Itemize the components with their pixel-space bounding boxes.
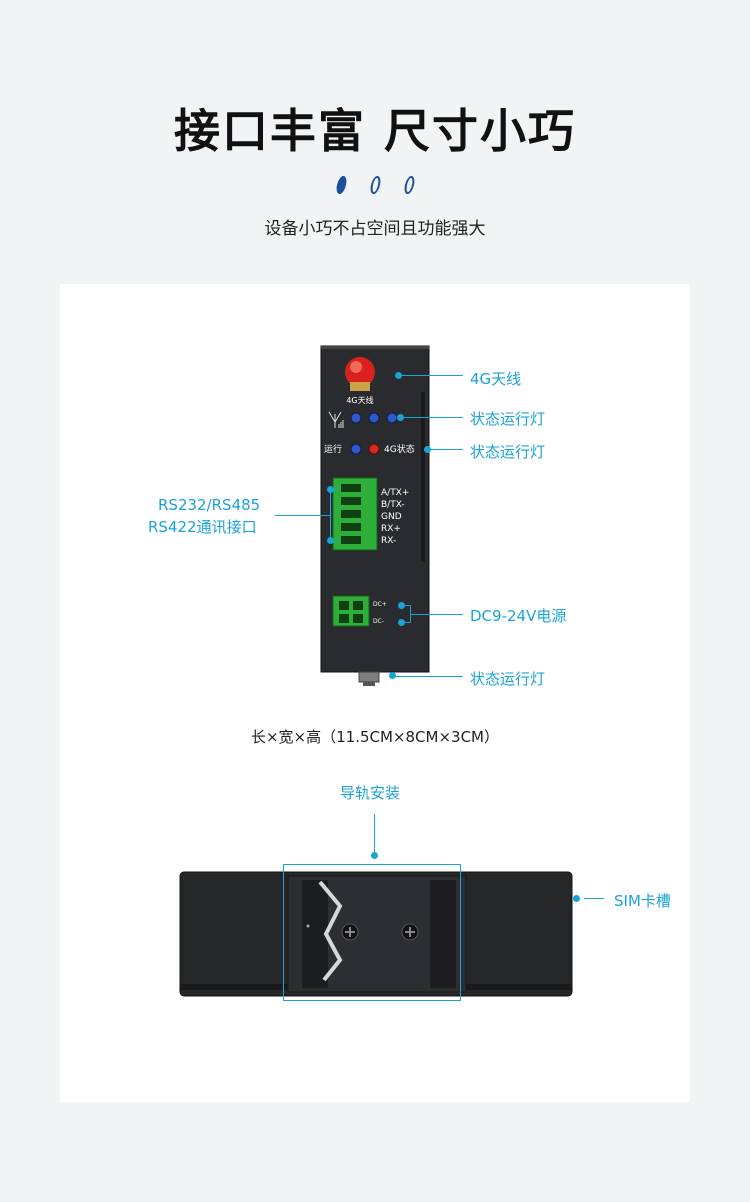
pin-label: GND: [381, 512, 402, 522]
screw-icon: [341, 923, 359, 941]
callout-serial-line1: RS232/RS485: [158, 496, 261, 514]
dimensions-text: 长×宽×高（11.5CM×8CM×3CM）: [250, 728, 499, 746]
device-front-image: 4G天线 运行 4G状态 A/TX+ B/TX- GND RX+ RX-: [320, 345, 430, 686]
page-subtitle: 设备小巧不占空间且功能强大: [264, 219, 486, 239]
callout-sim-slot: SIM卡槽: [614, 892, 671, 910]
signal-icon: [328, 411, 344, 428]
rail-highlight-box: [283, 864, 461, 1001]
device-run-text: 运行: [324, 443, 342, 455]
callout-status-light-1: 状态运行灯: [470, 410, 546, 428]
pager-dot-active: [335, 176, 348, 194]
callout-power: DC9-24V电源: [470, 607, 567, 625]
callout-status-light-2: 状态运行灯: [470, 443, 546, 461]
pin-label: RX+: [381, 524, 401, 534]
rail-mount-label: 导轨安装: [340, 784, 401, 802]
device-side-image: [179, 871, 573, 997]
callout-serial-line2: RS422通讯接口: [148, 518, 257, 536]
pager-dots: [0, 176, 750, 200]
callout-status-light-3: 状态运行灯: [470, 670, 546, 688]
power-pin-label: DC+: [373, 601, 387, 608]
pin-label: RX-: [381, 536, 396, 546]
pin-label: B/TX-: [381, 500, 405, 510]
page-title: 接口丰富 尺寸小巧: [173, 104, 576, 158]
screw-icon: [401, 923, 419, 941]
pager-dot: [403, 176, 416, 194]
pin-label: A/TX+: [381, 488, 409, 498]
power-terminal: [332, 595, 370, 627]
antenna-icon: [345, 357, 375, 391]
device-state-text: 4G状态: [384, 443, 415, 455]
device-antenna-text: 4G天线: [346, 395, 373, 405]
power-pin-label: DC-: [373, 618, 384, 625]
product-panel: 4G天线 运行 4G状态 A/TX+ B/TX- GND RX+ RX-: [60, 284, 690, 1102]
pager-dot: [369, 176, 382, 194]
callout-antenna: 4G天线: [470, 370, 522, 388]
